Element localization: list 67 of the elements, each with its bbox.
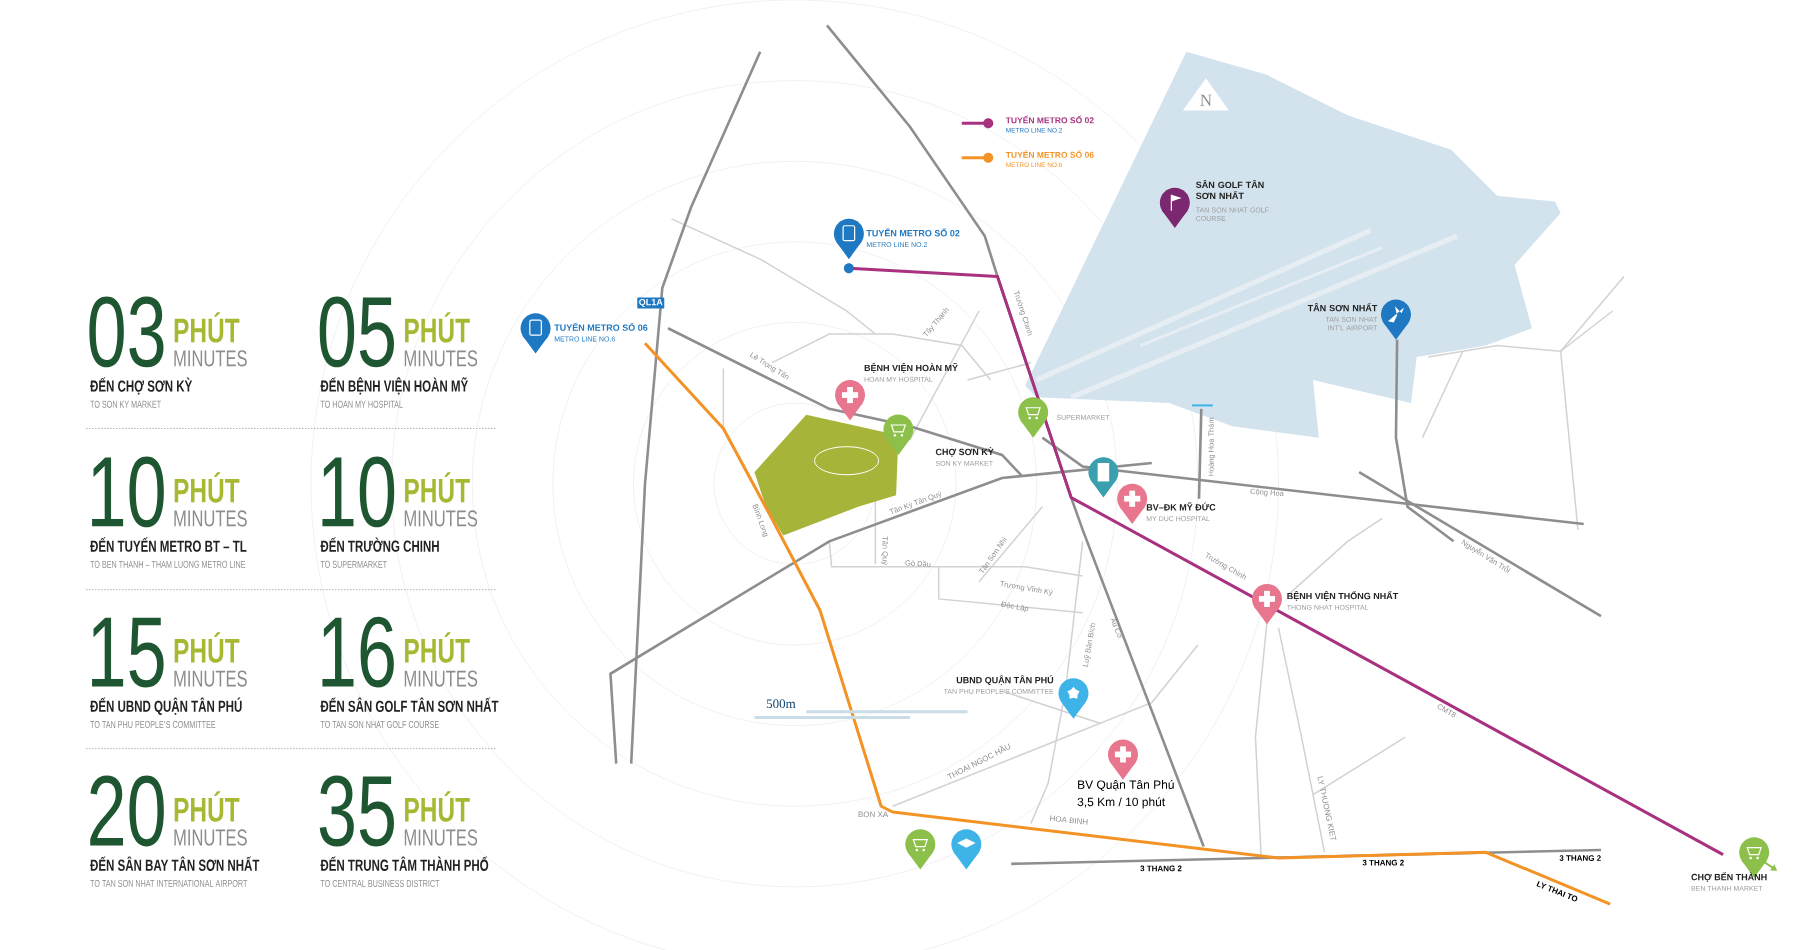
unit-label: MINUTES [404,829,478,846]
unit-label: MINUTES [404,510,478,527]
destination-text: ĐẾN SÂN BAY TÂN SƠN NHẤT [90,856,260,871]
street-name: BON XA [858,811,889,818]
north-label: N [1200,94,1212,106]
minutes-number: 15 [92,617,164,688]
destination-subtext: TO TAN SON NHAT GOLF COURSE [320,720,439,728]
destination-subtext: TO HOAN MY HOSPITAL [320,400,403,408]
unit-label: PHÚT [174,312,240,343]
pin-label: BỆNH VIỆN THỐNG NHẤT [1287,590,1399,601]
street-name: 3 THANG 2 [1559,855,1601,861]
unit-label: PHÚT [174,791,240,822]
destination-subtext: TO TAN SON NHAT INTERNATIONAL AIRPORT [90,879,248,887]
unit-label: PHÚT [174,472,240,503]
pin-label: CHỢ SƠN KỲ [935,447,994,457]
destination-text: ĐẾN UBND QUẬN TÂN PHÚ [90,697,242,715]
minutes-number: 05 [319,296,394,368]
pin-label: TUYẾN METRO SỐ 02 [866,228,960,237]
pin-label: 3,5 Km / 10 phút [1077,797,1166,809]
minutes-number: 20 [90,775,164,847]
street-name: HOA BINH [1050,815,1088,825]
legend-text: TUYẾN METRO SỐ 06 [1005,150,1094,158]
map-pin [905,829,936,870]
pin-label: UBND QUẬN TÂN PHÚ [956,675,1054,685]
pin-label: BV–ĐK MỸ ĐỨC [1146,502,1216,511]
pin-label: CHỢ BẾN THÀNH [1691,872,1767,882]
pin-label: SÂN GOLF TÂN SƠN NHẤT [1196,179,1264,199]
unit-label: PHÚT [405,312,470,343]
map-pin [1088,457,1119,498]
destination-text: ĐẾN TRƯỜNG CHINH [320,537,439,552]
unit-label: PHÚT [405,791,470,822]
destination-text: ĐẾN TRUNG TÂM THÀNH PHỐ [320,856,489,871]
map-pin [951,829,982,870]
destination-subtext: TO TAN PHU PEOPLE'S COMMITTEE [90,720,216,728]
unit-label: PHÚT [405,632,470,663]
street-name: LY THAI TO [1536,880,1578,902]
destination-text: ĐẾN CHỢ SƠN KỲ [90,377,193,395]
street-name: 3 THANG 2 [1140,865,1182,872]
destination-subtext: TO CENTRAL BUSINESS DISTRICT [320,879,440,887]
legend-text: TUYẾN METRO SỐ 02 [1005,115,1094,124]
unit-label: MINUTES [404,670,478,687]
unit-label: MINUTES [174,670,247,687]
minutes-number: 35 [319,775,394,847]
minutes-number: 10 [322,456,395,528]
unit-label: MINUTES [174,510,247,527]
destination-subtext: TO SON KY MARKET [90,400,161,408]
destination-subtext: TO BEN THANH – THAM LUONG METRO LINE [90,560,246,568]
street-name: 3 THANG 2 [1362,859,1404,866]
unit-label: MINUTES [174,829,247,846]
destination-text: ĐẾN SÂN GOLF TÂN SƠN NHẤT [320,697,499,712]
pin-label: BỆNH VIỆN HOÀN MỸ [864,362,958,373]
unit-label: PHÚT [174,632,240,663]
pin-label: BV Quận Tân Phú [1078,779,1174,791]
pin-label: TÂN SƠN NHẤT [1307,303,1378,312]
pin-label: TUYẾN METRO SỐ 06 [554,322,648,331]
destination-subtext: TO SUPERMARKET [320,560,387,568]
unit-label: PHÚT [405,472,470,503]
minutes-number: 16 [322,616,394,688]
minutes-number: 03 [89,296,164,368]
unit-label: MINUTES [174,350,247,367]
unit-label: MINUTES [404,350,478,367]
scale-label: 500m [766,699,796,708]
destination-text: ĐẾN BỆNH VIỆN HOÀN MỸ [320,377,469,395]
minutes-number: 10 [92,456,164,528]
road-number-sign: QL1A [637,297,665,309]
street-name: LY THUONG KIET [1317,776,1337,841]
destination-text: ĐẾN TUYẾN METRO BT – TL [90,537,247,552]
